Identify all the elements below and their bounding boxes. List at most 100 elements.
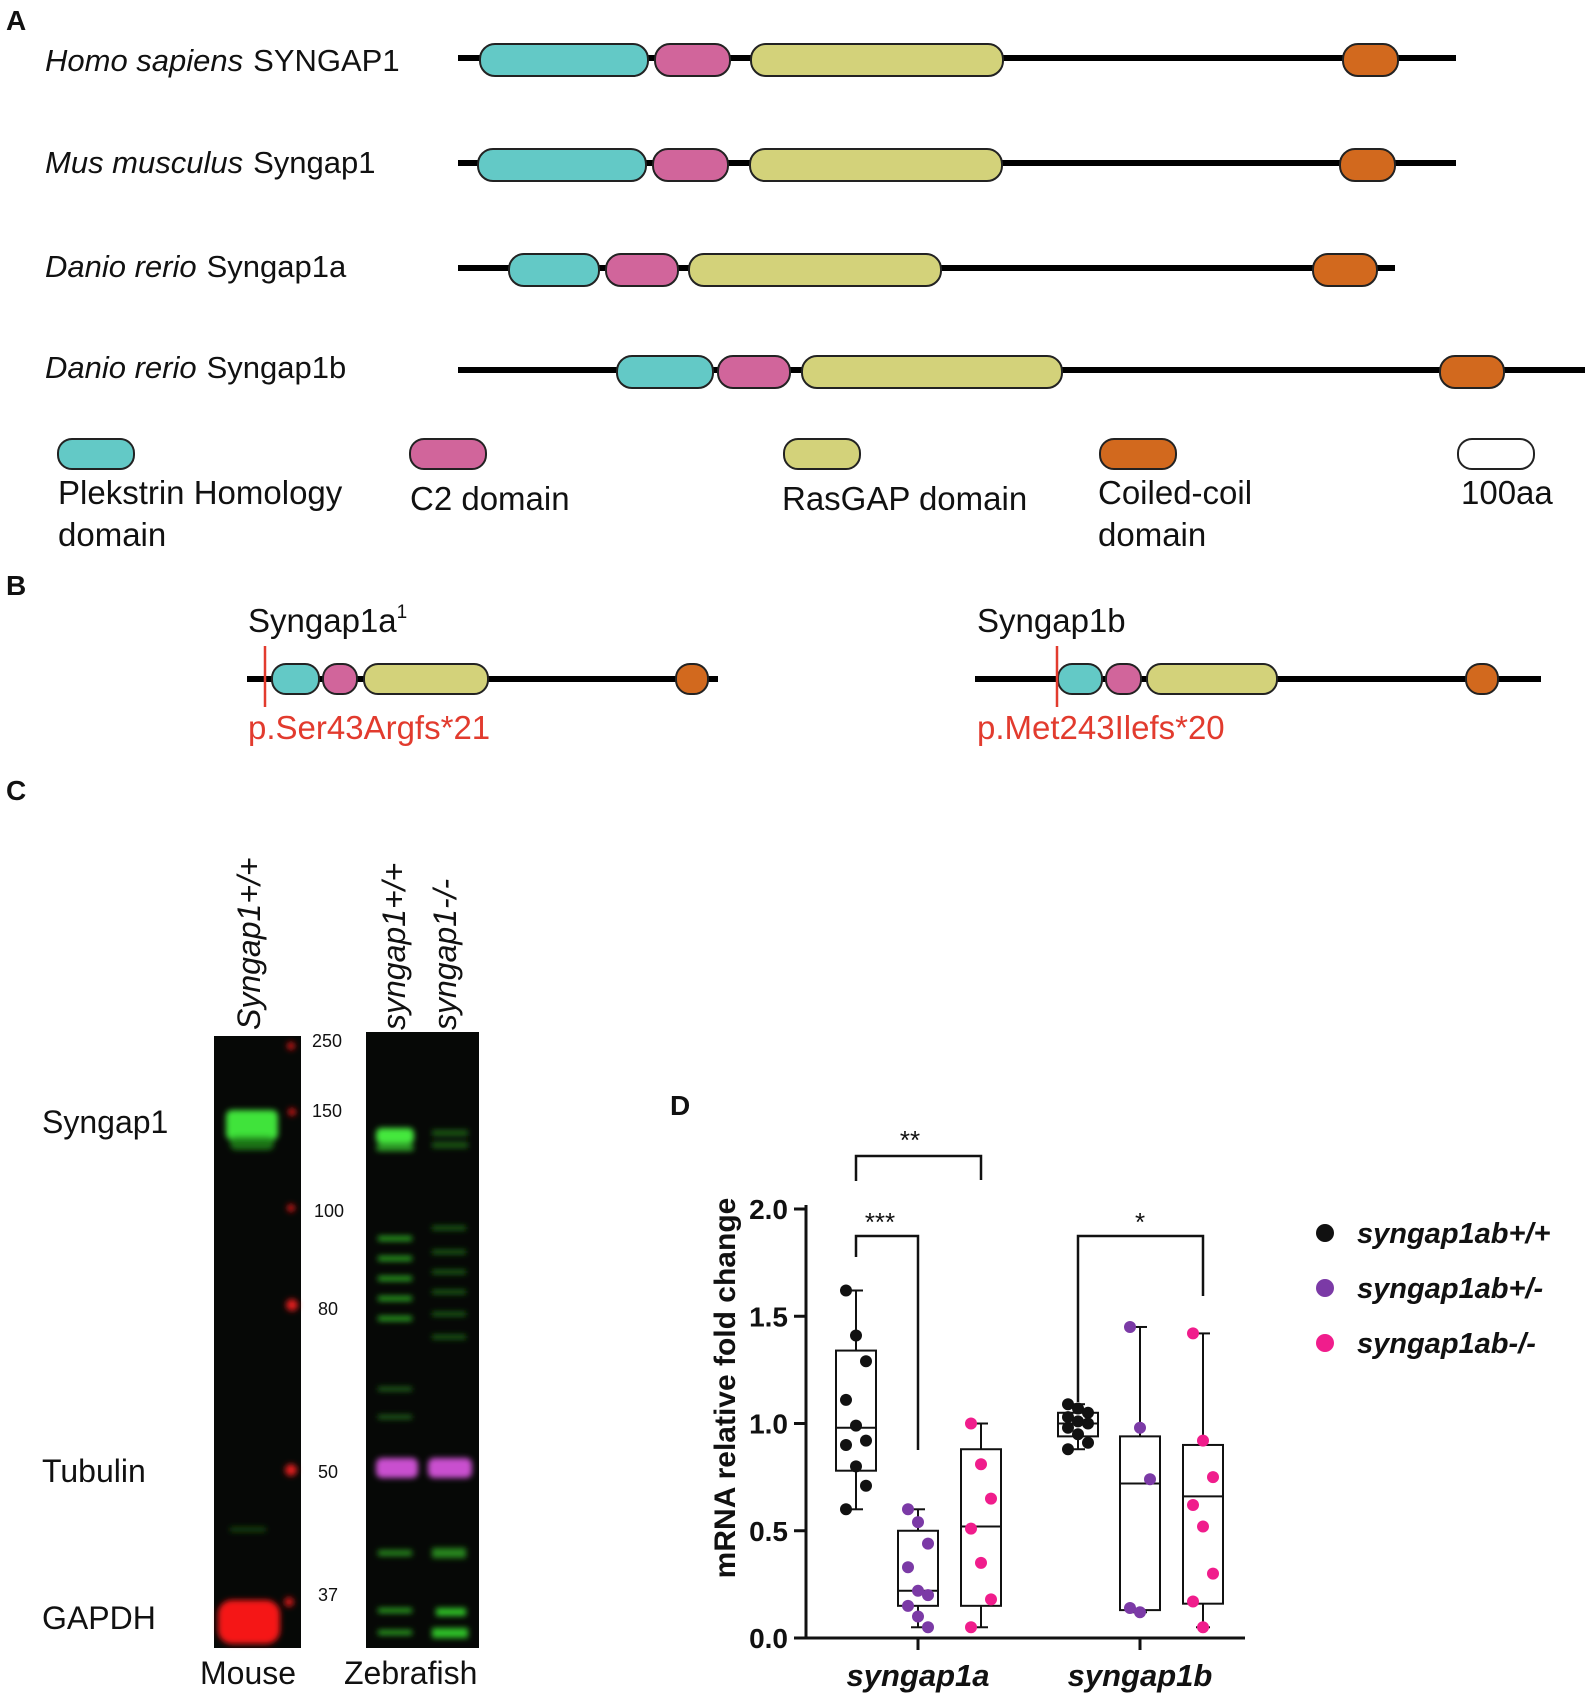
lane-label-mouse-wt: Syngap1+/+ bbox=[231, 857, 267, 1030]
marker-37: 37 bbox=[318, 1585, 338, 1605]
box-het-syngap1b bbox=[1119, 1325, 1161, 1614]
data-point-wt bbox=[840, 1503, 852, 1516]
allele-superscript: 1 bbox=[397, 602, 408, 623]
y-tick-label: 0.5 bbox=[749, 1516, 788, 1547]
gene-name: Syngap1a bbox=[207, 249, 347, 284]
iqr-box bbox=[1119, 1435, 1161, 1612]
y-tick-label: 0.0 bbox=[749, 1623, 788, 1654]
x-category-label-syngap1a: syngap1a bbox=[846, 1658, 989, 1693]
gene-name: Syngap1 bbox=[253, 145, 375, 180]
ph-domain bbox=[477, 148, 647, 182]
species-name: Danio rerio bbox=[45, 249, 197, 284]
data-point-wt bbox=[1062, 1443, 1074, 1456]
coiled-coil-domain bbox=[1439, 355, 1505, 389]
protein-label-syngap1b: Danio rerio Syngap1b bbox=[45, 350, 346, 385]
data-point-wt bbox=[1082, 1406, 1094, 1419]
size-markers: 250 150 100 80 50 37 bbox=[312, 1031, 344, 1605]
mutation-label-syngap1b: p.Met243Ilefs*20 bbox=[977, 709, 1225, 746]
protein-diagram-human bbox=[458, 43, 1456, 77]
bracket-wt-vs-ko-syngap1a bbox=[854, 1154, 983, 1181]
legend-label-rasgap: RasGAP domain bbox=[782, 480, 1027, 517]
c2-domain bbox=[322, 663, 358, 695]
data-point-het bbox=[1144, 1473, 1156, 1486]
legend-dot-wt bbox=[1316, 1224, 1334, 1242]
scale-swatch bbox=[1457, 438, 1535, 470]
ph-domain bbox=[1057, 663, 1103, 695]
mutation-diagram-syngap1b: Syngap1b p.Met243Ilefs*20 bbox=[975, 602, 1541, 746]
coiled-coil-domain bbox=[1465, 663, 1499, 695]
y-axis-title: mRNA relative fold change bbox=[709, 1198, 742, 1579]
data-point-wt bbox=[1082, 1417, 1094, 1430]
data-point-ko bbox=[985, 1492, 997, 1505]
data-point-het bbox=[902, 1599, 914, 1612]
legend-item-rasgap: RasGAP domain bbox=[782, 438, 1027, 517]
data-point-het bbox=[922, 1537, 934, 1550]
data-point-wt bbox=[1072, 1402, 1084, 1415]
data-point-ko bbox=[985, 1593, 997, 1606]
legend-label-wt: syngap1ab+/+ bbox=[1357, 1218, 1550, 1250]
legend-item-ph: Plekstrin Homology domain bbox=[57, 438, 343, 553]
data-point-het bbox=[1134, 1421, 1146, 1434]
legend-label-ph-line2: domain bbox=[58, 516, 166, 553]
legend-item-scale: 100aa bbox=[1457, 438, 1553, 511]
sig-label-double: ** bbox=[900, 1125, 920, 1155]
data-point-wt bbox=[860, 1355, 872, 1368]
group-label-mouse: Mouse bbox=[200, 1655, 296, 1691]
coiled-coil-swatch bbox=[1099, 438, 1177, 470]
band-label-gapdh: GAPDH bbox=[42, 1600, 156, 1636]
species-name: Danio rerio bbox=[45, 350, 197, 385]
protein-diagram-syngap1b bbox=[458, 355, 1585, 389]
protein-diagram-syngap1a bbox=[458, 253, 1395, 287]
data-point-wt bbox=[850, 1460, 862, 1473]
legend-label-ph-line1: Plekstrin Homology bbox=[58, 474, 343, 511]
legend-item-coiled-coil: Coiled-coil domain bbox=[1098, 438, 1252, 553]
data-point-het bbox=[902, 1503, 914, 1516]
band-label-syngap1: Syngap1 bbox=[42, 1104, 168, 1140]
coiled-coil-domain bbox=[1312, 253, 1378, 287]
data-point-wt bbox=[850, 1329, 862, 1342]
chart-boxes bbox=[835, 1289, 1224, 1629]
y-tick-label: 1.5 bbox=[749, 1301, 788, 1332]
western-blot-mouse bbox=[214, 1036, 301, 1648]
data-point-het bbox=[912, 1516, 924, 1529]
data-point-wt bbox=[840, 1284, 852, 1297]
syngap1b-title: Syngap1b bbox=[977, 602, 1126, 639]
data-point-het bbox=[922, 1621, 934, 1634]
domain-legend: Plekstrin Homology domain C2 domain RasG… bbox=[57, 438, 1553, 553]
sig-label-single: * bbox=[1135, 1207, 1145, 1237]
allele-name: Syngap1b bbox=[977, 602, 1126, 639]
y-tick-label: 2.0 bbox=[749, 1194, 788, 1225]
iqr-box bbox=[835, 1349, 877, 1472]
ph-swatch bbox=[57, 438, 135, 470]
mutation-diagram-syngap1a: Syngap1a1 p.Ser43Argfs*21 bbox=[247, 602, 718, 746]
data-point-ko bbox=[1207, 1471, 1219, 1484]
mutation-label-syngap1a: p.Ser43Argfs*21 bbox=[248, 709, 490, 746]
data-point-ko bbox=[975, 1556, 987, 1569]
rasgap-domain bbox=[801, 355, 1063, 389]
gene-name: Syngap1b bbox=[207, 350, 347, 385]
legend-label-ko: syngap1ab-/- bbox=[1357, 1328, 1536, 1360]
rasgap-domain bbox=[750, 43, 1004, 77]
significance-brackets: ** *** * bbox=[854, 1125, 1205, 1450]
legend-label-scale: 100aa bbox=[1461, 474, 1553, 511]
data-point-ko bbox=[975, 1458, 987, 1471]
marker-100: 100 bbox=[314, 1201, 344, 1221]
data-point-het bbox=[912, 1610, 924, 1623]
panel-b-letter: B bbox=[6, 570, 26, 601]
data-point-wt bbox=[1062, 1421, 1074, 1434]
c2-domain bbox=[605, 253, 679, 287]
data-point-ko bbox=[965, 1522, 977, 1535]
legend-item-c2: C2 domain bbox=[409, 438, 570, 517]
data-point-wt bbox=[850, 1419, 862, 1432]
ph-domain bbox=[271, 663, 320, 695]
panel-a-letter: A bbox=[6, 5, 26, 36]
legend-label-coiled-line2: domain bbox=[1098, 516, 1206, 553]
bracket-wt-vs-het-syngap1a bbox=[854, 1234, 920, 1450]
legend-dot-ko bbox=[1316, 1334, 1334, 1352]
panel-c-letter: C bbox=[6, 775, 26, 806]
data-point-wt bbox=[1072, 1428, 1084, 1441]
x-category-label-syngap1b: syngap1b bbox=[1068, 1658, 1213, 1693]
species-name: Homo sapiens bbox=[45, 43, 243, 78]
data-point-het bbox=[1124, 1320, 1136, 1333]
